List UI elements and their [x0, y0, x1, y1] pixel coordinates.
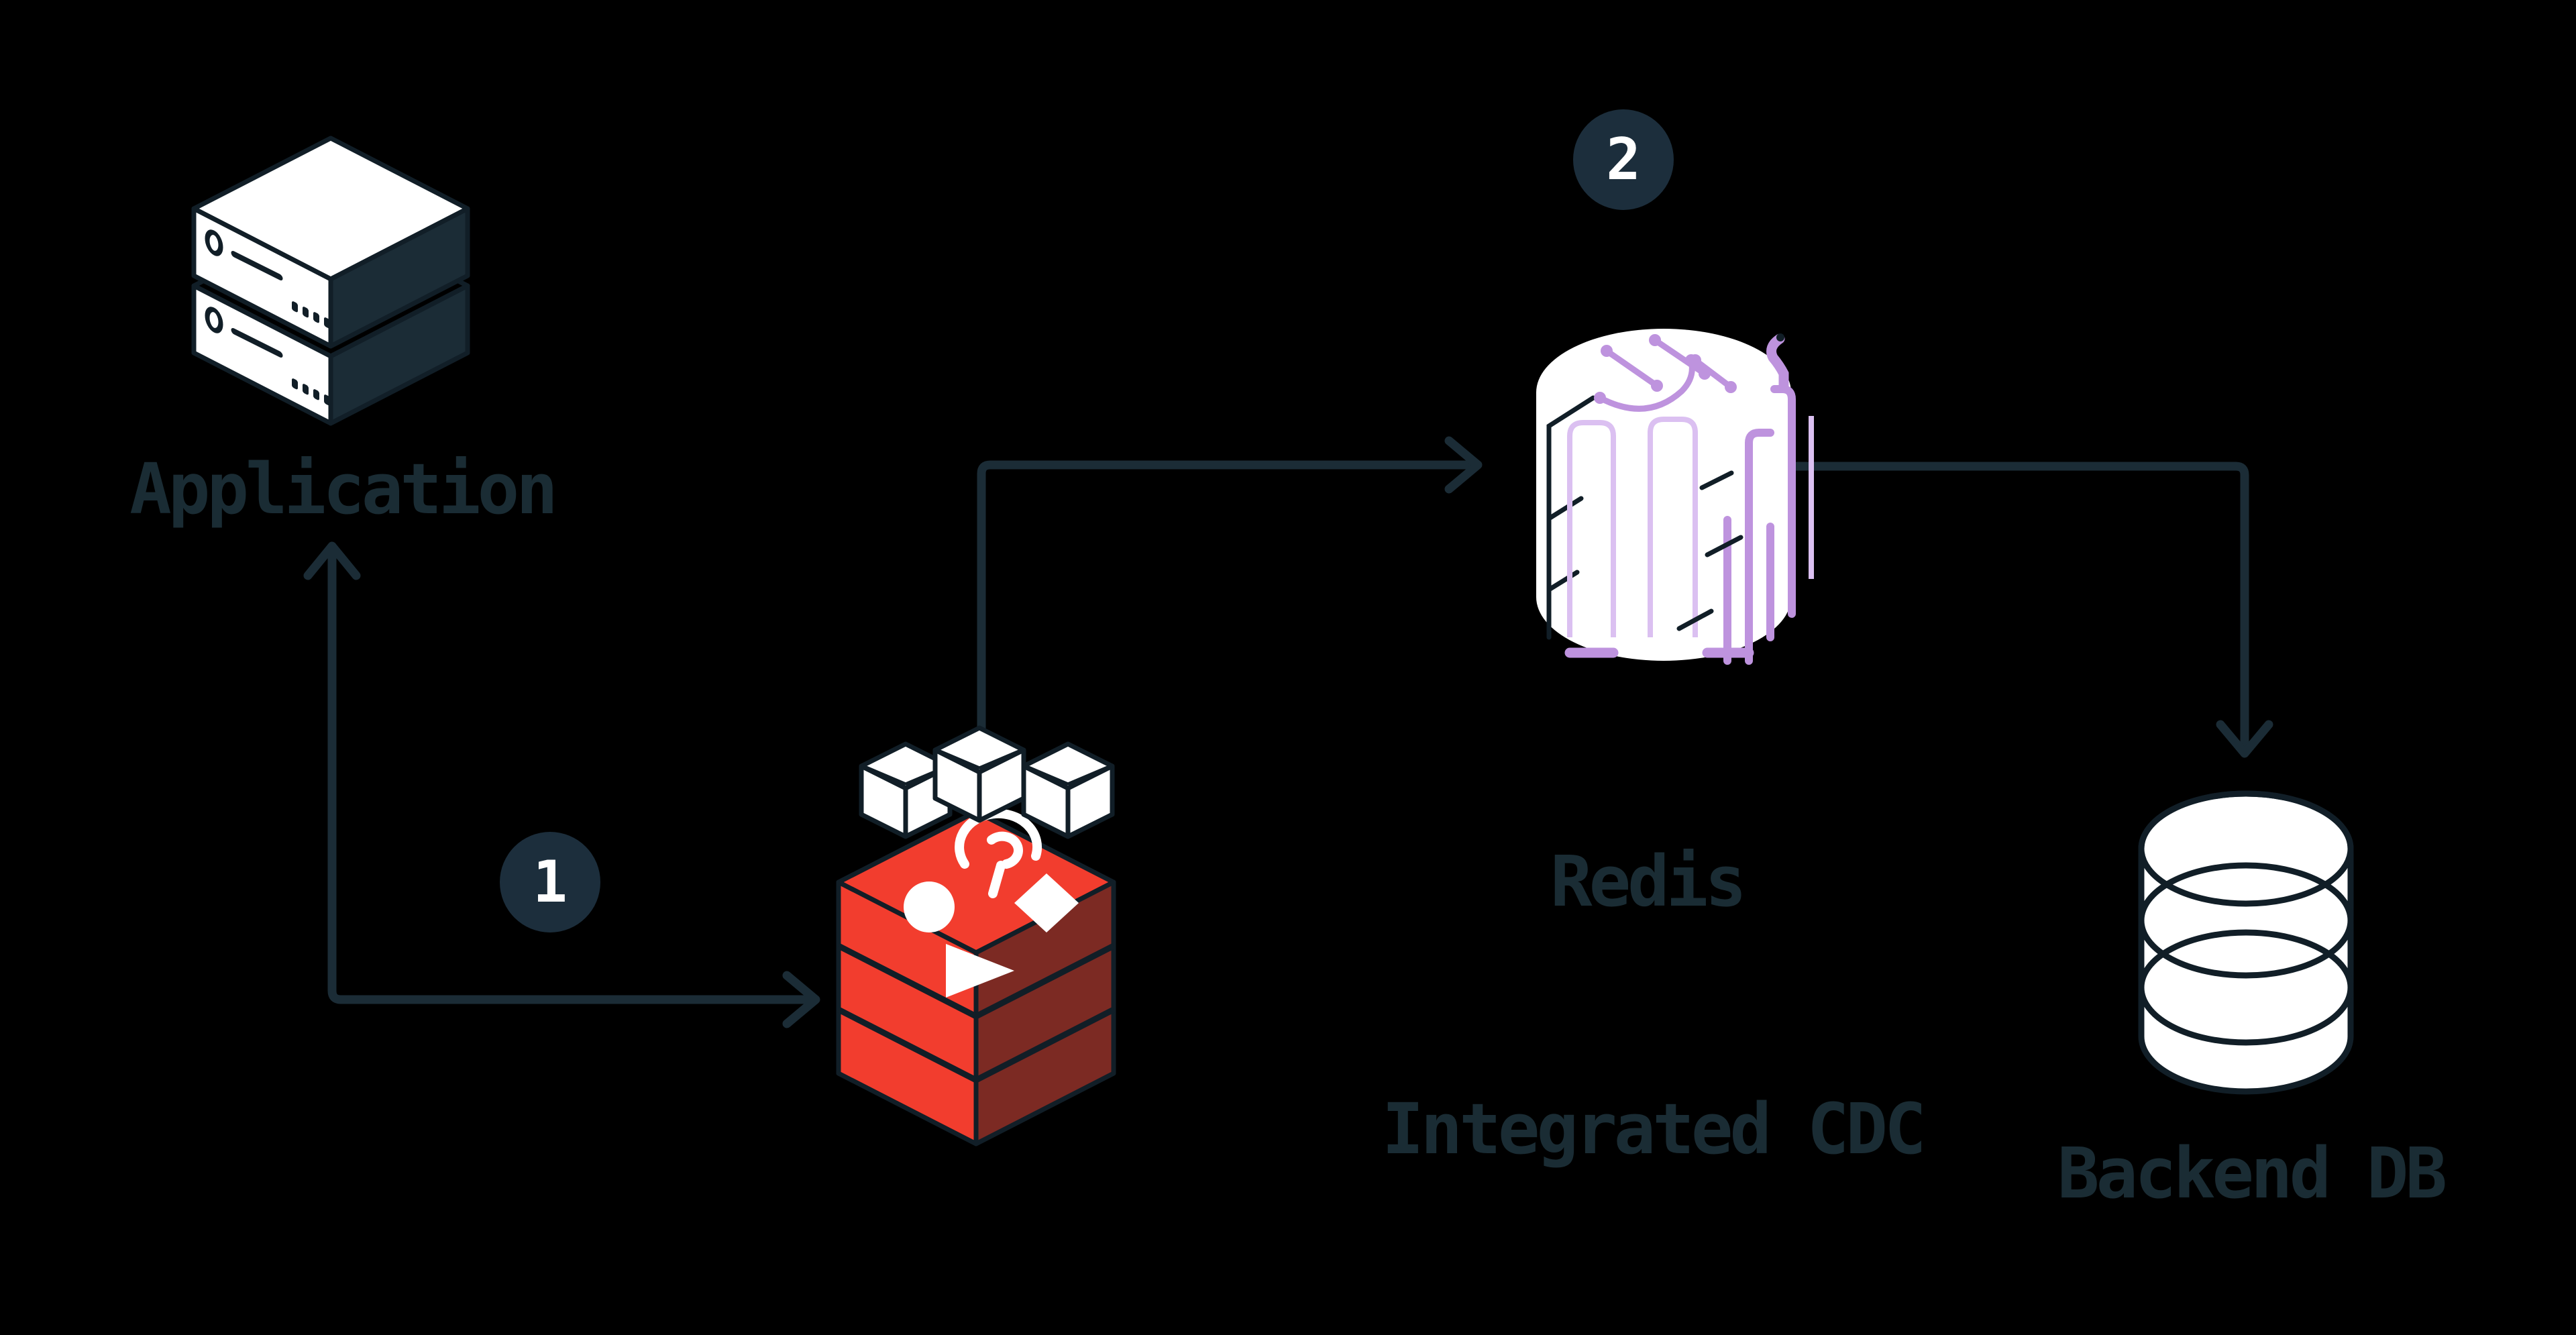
database-cylinder-icon [2138, 790, 2354, 1095]
circuit-traces [1594, 334, 1737, 412]
cdc-label-line2: Integrated CDC [1382, 1087, 1927, 1170]
circuit-pins [1564, 333, 1796, 665]
backend-db-label: Backend DB [2057, 1132, 2447, 1214]
step-1-badge: 1 [500, 832, 600, 932]
application-label: Application [129, 448, 558, 530]
arrowhead-right-icon [782, 971, 820, 1028]
arrowhead-right-icon [1444, 436, 1483, 494]
step-2-badge: 2 [1573, 109, 1674, 210]
connector-cdc-backend-db [1778, 462, 2273, 758]
connector-redis-cdc [977, 436, 1483, 738]
server-stack-icon [191, 136, 470, 426]
redis-cube-body [836, 808, 1116, 1146]
arrowhead-down-icon [2216, 720, 2273, 758]
step-2-number: 2 [1606, 126, 1641, 193]
cdc-label-line1: Redis [1550, 841, 1747, 923]
connector-layer [303, 436, 2273, 1028]
server-unit-top [191, 136, 470, 349]
cdc-cylinder-icon [1536, 329, 1814, 665]
arrowhead-up-icon [303, 541, 361, 580]
diagram-canvas: Application 1 [129, 109, 2447, 1214]
redis-cube-icon [836, 725, 1116, 1146]
wireframe-boxes [859, 725, 1115, 839]
connector-application-redis [303, 541, 820, 1028]
cdc-label: Redis Integrated CDC [1382, 676, 1927, 1335]
step-1-number: 1 [533, 849, 568, 916]
